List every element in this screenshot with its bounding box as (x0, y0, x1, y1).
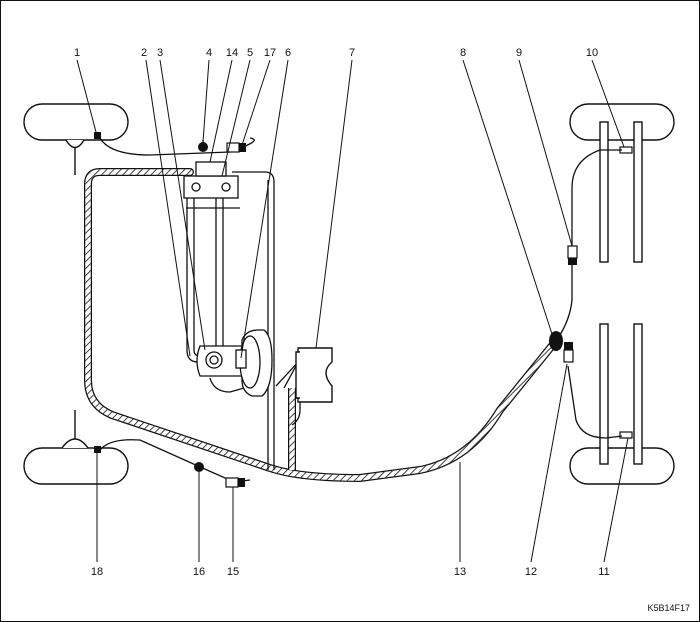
rear-right-wheel (569, 323, 675, 485)
rear-left-connector-plug (238, 478, 245, 487)
callout-7: 7 (349, 47, 355, 59)
rear-left-wheel (23, 410, 129, 485)
callout-5: 5 (247, 47, 253, 59)
rear-right-wheel-sensor (619, 431, 633, 439)
callout-13: 13 (454, 566, 466, 578)
rear-left-connector-body (225, 477, 239, 488)
abs-control-unit (295, 347, 333, 403)
callout-1: 1 (74, 47, 80, 59)
callout-3: 3 (157, 47, 163, 59)
callout-8: 8 (460, 47, 466, 59)
front-left-clip (198, 142, 208, 152)
front-right-connector-body (567, 245, 578, 259)
abs-modulator (196, 329, 273, 397)
main-wiring-harness (84, 168, 559, 483)
callout-15: 15 (227, 566, 239, 578)
rear-left-clip (194, 462, 204, 472)
brake-lines (183, 161, 240, 363)
figure-code: K5B14F17 (647, 603, 690, 613)
callout-16: 16 (193, 566, 205, 578)
callout-17: 17 (264, 47, 276, 59)
callout-6: 6 (285, 47, 291, 59)
callout-12: 12 (525, 566, 537, 578)
sensor-wires (99, 137, 623, 483)
rear-right-connector-plug (564, 342, 573, 350)
front-right-connector-plug (568, 258, 577, 265)
front-right-wheel (569, 103, 675, 263)
callout-2: 2 (141, 47, 147, 59)
rear-right-connector-body (563, 349, 574, 363)
front-left-wheel (23, 103, 129, 175)
callout-10: 10 (586, 47, 598, 59)
front-left-connector-plug (239, 143, 246, 152)
harness-junction-grommet (549, 331, 563, 351)
callout-4: 4 (206, 47, 212, 59)
callouts-top: 1 2 3 4 14 5 17 6 7 8 9 10 (74, 47, 598, 59)
callouts-bottom: 18 16 15 13 12 11 (91, 566, 610, 578)
rear-left-wheel-sensor (94, 446, 101, 453)
front-left-wheel-sensor (94, 132, 101, 139)
callout-14: 14 (226, 47, 238, 59)
callout-leaders (76, 59, 629, 563)
callout-9: 9 (516, 47, 522, 59)
callout-11: 11 (598, 566, 609, 578)
callout-18: 18 (91, 566, 103, 578)
